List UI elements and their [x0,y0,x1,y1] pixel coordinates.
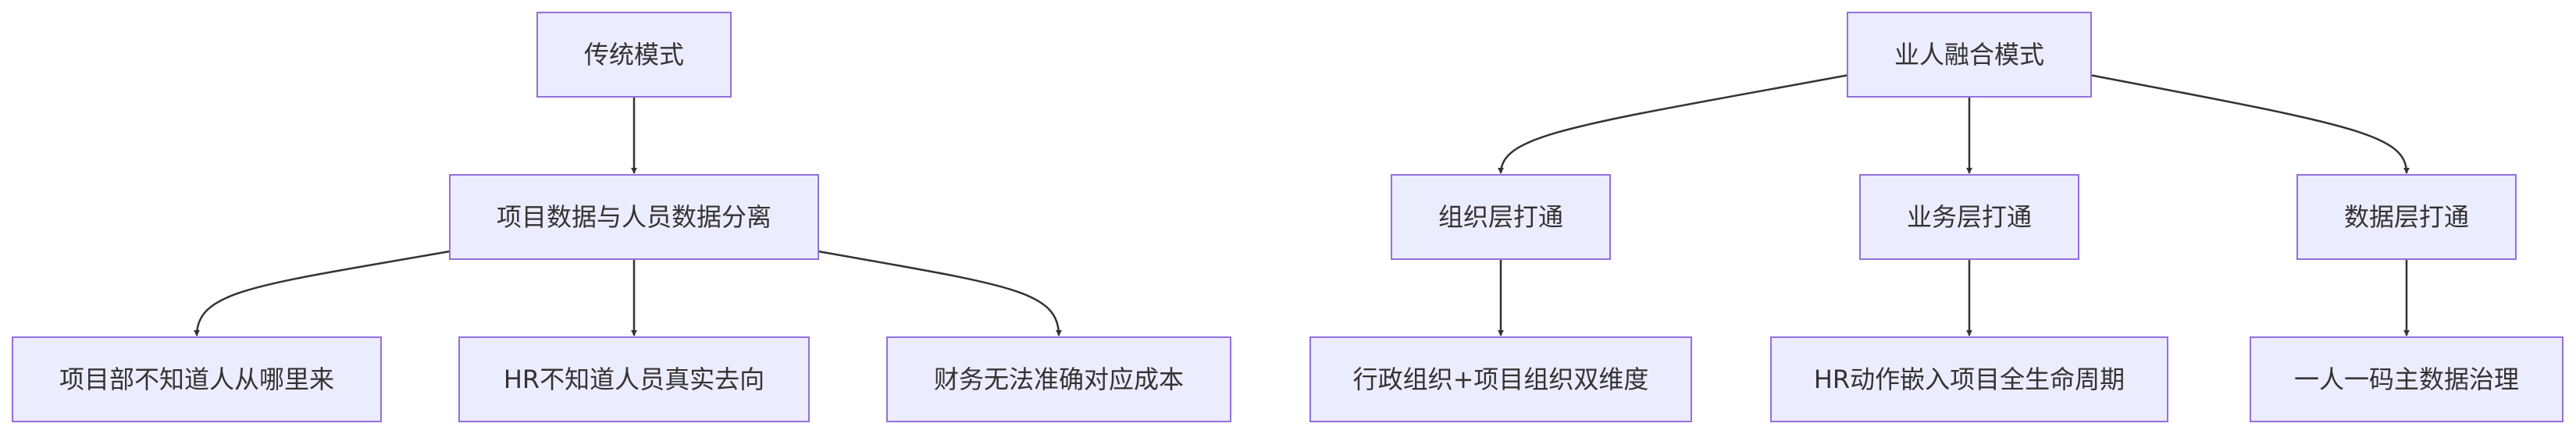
node-label: HR不知道人员真实去向 [504,365,764,394]
node-hr-lifecycle: HR动作嵌入项目全生命周期 [1770,336,2168,422]
node-label: 传统模式 [584,40,684,69]
node-business-layer: 业务层打通 [1859,174,2079,260]
edges [194,73,2410,336]
edge-separate-t3 [818,250,1062,336]
node-traditional-mode: 传统模式 [536,12,732,98]
node-label: 数据层打通 [2344,202,2469,232]
node-finance-cost-mismatch: 财务无法准确对应成本 [886,336,1231,422]
node-project-unknown-source: 项目部不知道人从哪里来 [12,336,382,422]
node-fusion-mode: 业人融合模式 [1847,12,2092,98]
node-master-data-governance: 一人一码主数据治理 [2250,336,2564,422]
node-label: 行政组织+项目组织双维度 [1353,365,1649,394]
node-label: 项目数据与人员数据分离 [497,202,771,232]
node-label: 项目部不知道人从哪里来 [59,365,334,394]
node-label: 组织层打通 [1438,202,1563,232]
node-label: HR动作嵌入项目全生命周期 [1814,365,2125,394]
node-data-separation: 项目数据与人员数据分离 [449,174,819,260]
edge-fusion-data [2089,73,2410,174]
node-label: 业务层打通 [1907,202,2032,232]
node-label: 业人融合模式 [1894,40,2044,69]
node-label: 财务无法准确对应成本 [934,365,1184,394]
node-organization-layer: 组织层打通 [1391,174,1611,260]
node-data-layer: 数据层打通 [2296,174,2517,260]
node-dual-dimension-org: 行政组织+项目组织双维度 [1309,336,1692,422]
edge-separate-t1 [194,250,451,336]
edge-fusion-org [1498,73,1850,174]
node-hr-unknown-destination: HR不知道人员真实去向 [458,336,810,422]
node-label: 一人一码主数据治理 [2294,365,2519,394]
